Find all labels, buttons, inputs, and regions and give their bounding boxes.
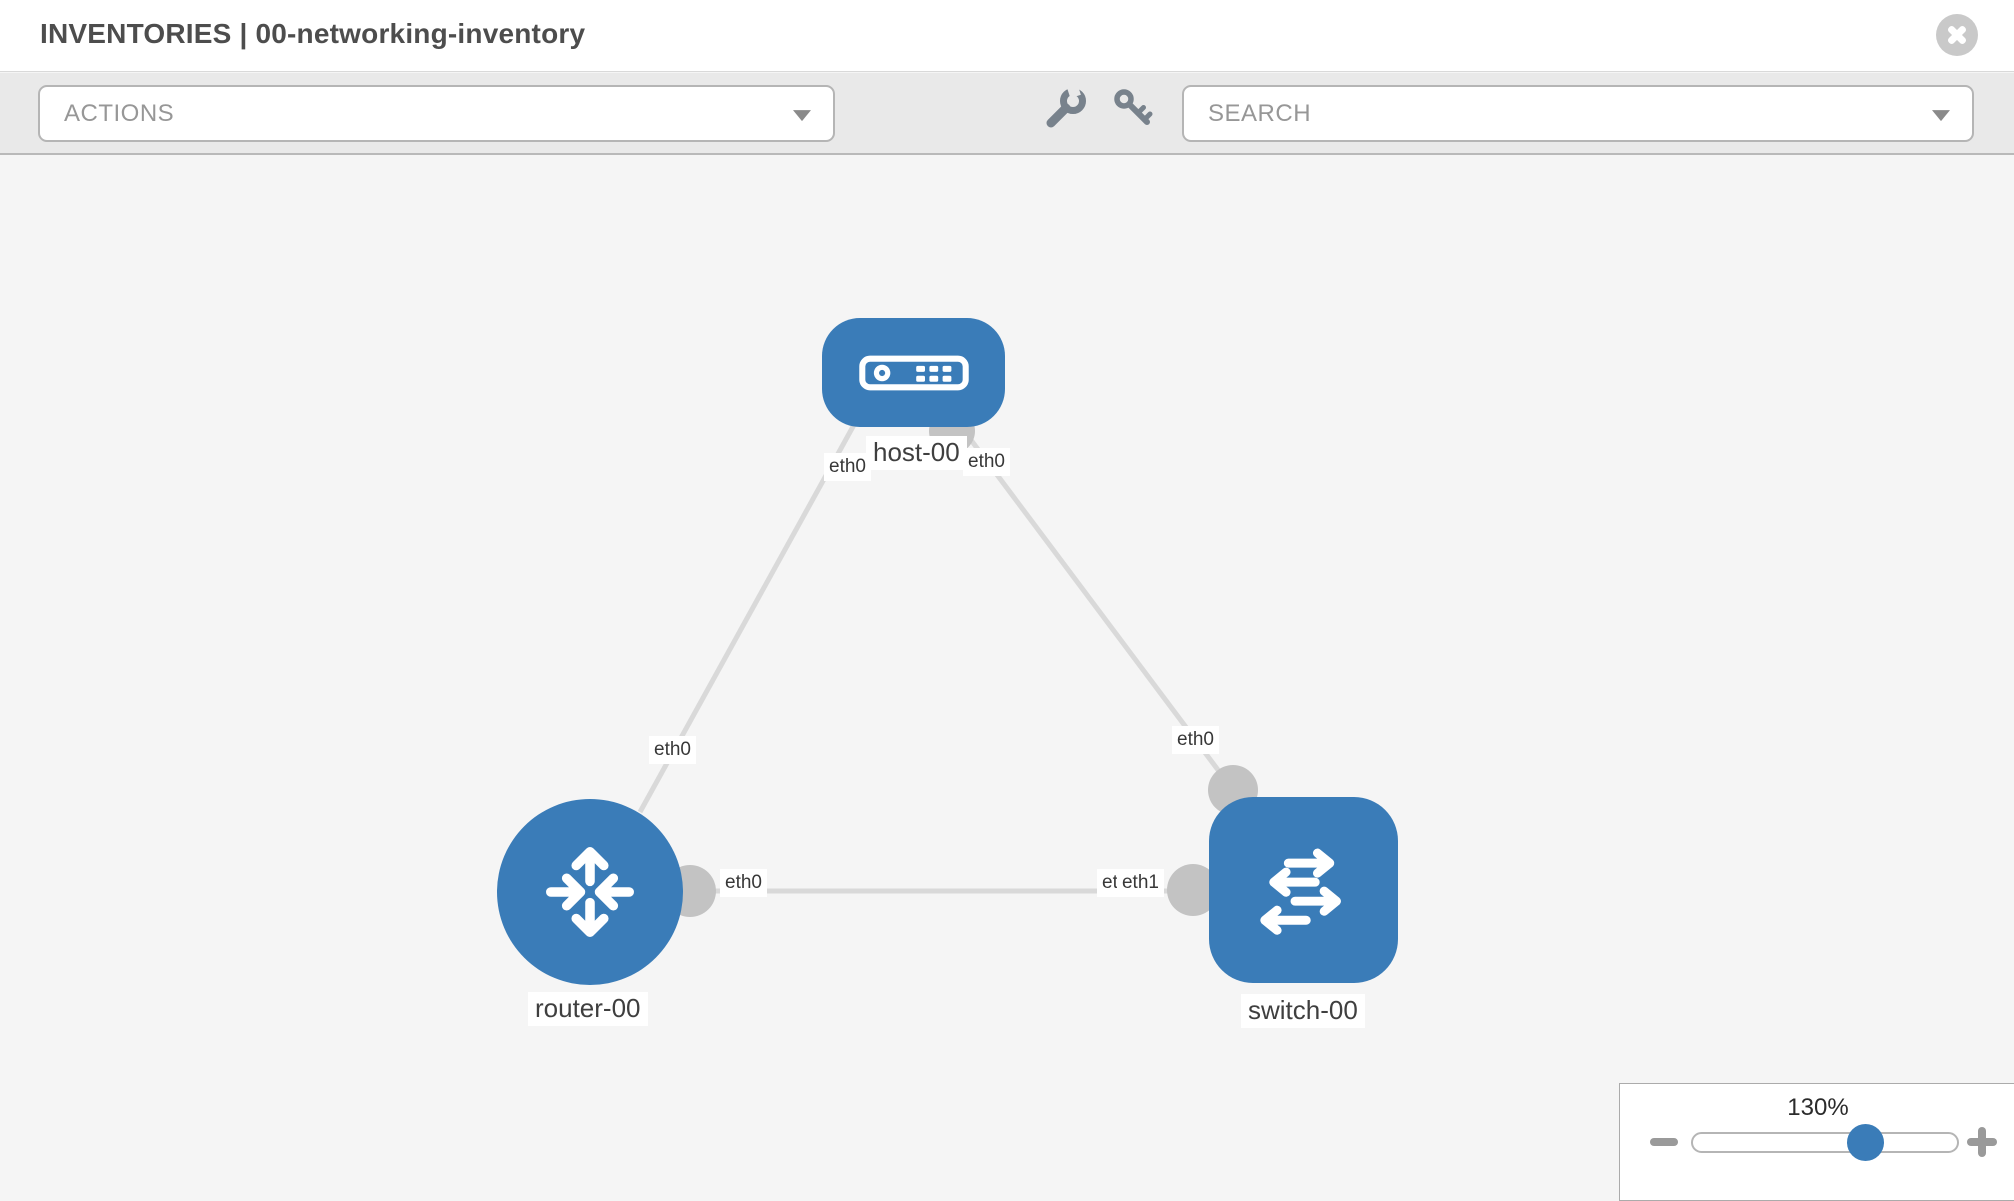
node-label-switch: switch-00 — [1241, 994, 1365, 1028]
interface-label: eth0 — [963, 448, 1010, 476]
connector-switch-left — [1167, 864, 1219, 916]
node-host-00[interactable] — [822, 318, 1005, 427]
actions-dropdown[interactable]: ACTIONS — [38, 85, 835, 142]
interface-label: eth1 — [1116, 869, 1164, 897]
zoom-out-button[interactable] — [1642, 1120, 1686, 1164]
node-label-router: router-00 — [528, 992, 648, 1026]
interface-label: eth0 — [1172, 726, 1219, 754]
zoom-in-button[interactable] — [1960, 1120, 2004, 1164]
search-dropdown-label: SEARCH — [1208, 99, 1312, 127]
key-icon — [1114, 89, 1153, 125]
zoom-slider-track[interactable] — [1691, 1124, 1959, 1161]
node-router-00[interactable] — [497, 799, 683, 985]
chevron-down-icon — [1932, 109, 1950, 121]
chevron-down-icon — [793, 109, 811, 121]
modal-header: INVENTORIES | 00-networking-inventory — [0, 0, 2014, 72]
zoom-level-value: 130% — [1787, 1094, 1849, 1121]
close-button[interactable] — [1936, 14, 1978, 56]
interface-label: eth0 — [824, 453, 871, 481]
page-title: INVENTORIES | 00-networking-inventory — [40, 18, 586, 49]
host-icon — [858, 355, 969, 390]
interface-label: eth0 — [720, 869, 767, 897]
close-icon — [1947, 25, 1967, 45]
zoom-control-panel: 130% — [1619, 1083, 2014, 1201]
zoom-slider-handle[interactable] — [1847, 1124, 1884, 1161]
switch-icon — [1259, 848, 1341, 935]
node-switch-00[interactable] — [1209, 797, 1398, 983]
links-layer — [637, 408, 1258, 917]
search-dropdown[interactable]: SEARCH — [1182, 85, 1974, 142]
tools-button[interactable] — [1040, 83, 1092, 135]
plus-icon — [1967, 1127, 1997, 1157]
router-icon — [546, 846, 634, 938]
toolbar: ACTIONS SEARCH — [0, 73, 2014, 155]
interface-label: eth0 — [649, 736, 696, 764]
actions-dropdown-label: ACTIONS — [64, 99, 175, 127]
topology-canvas[interactable]: eth0 host-00 eth0 eth0 eth0 eth0 eth0 et… — [0, 155, 2014, 1200]
wrench-icon — [1046, 86, 1086, 128]
credentials-button[interactable] — [1108, 83, 1160, 135]
interface-label-group: eth0 eth1 — [1097, 869, 1164, 897]
node-label-host: host-00 — [866, 436, 967, 470]
minus-icon — [1650, 1138, 1678, 1146]
